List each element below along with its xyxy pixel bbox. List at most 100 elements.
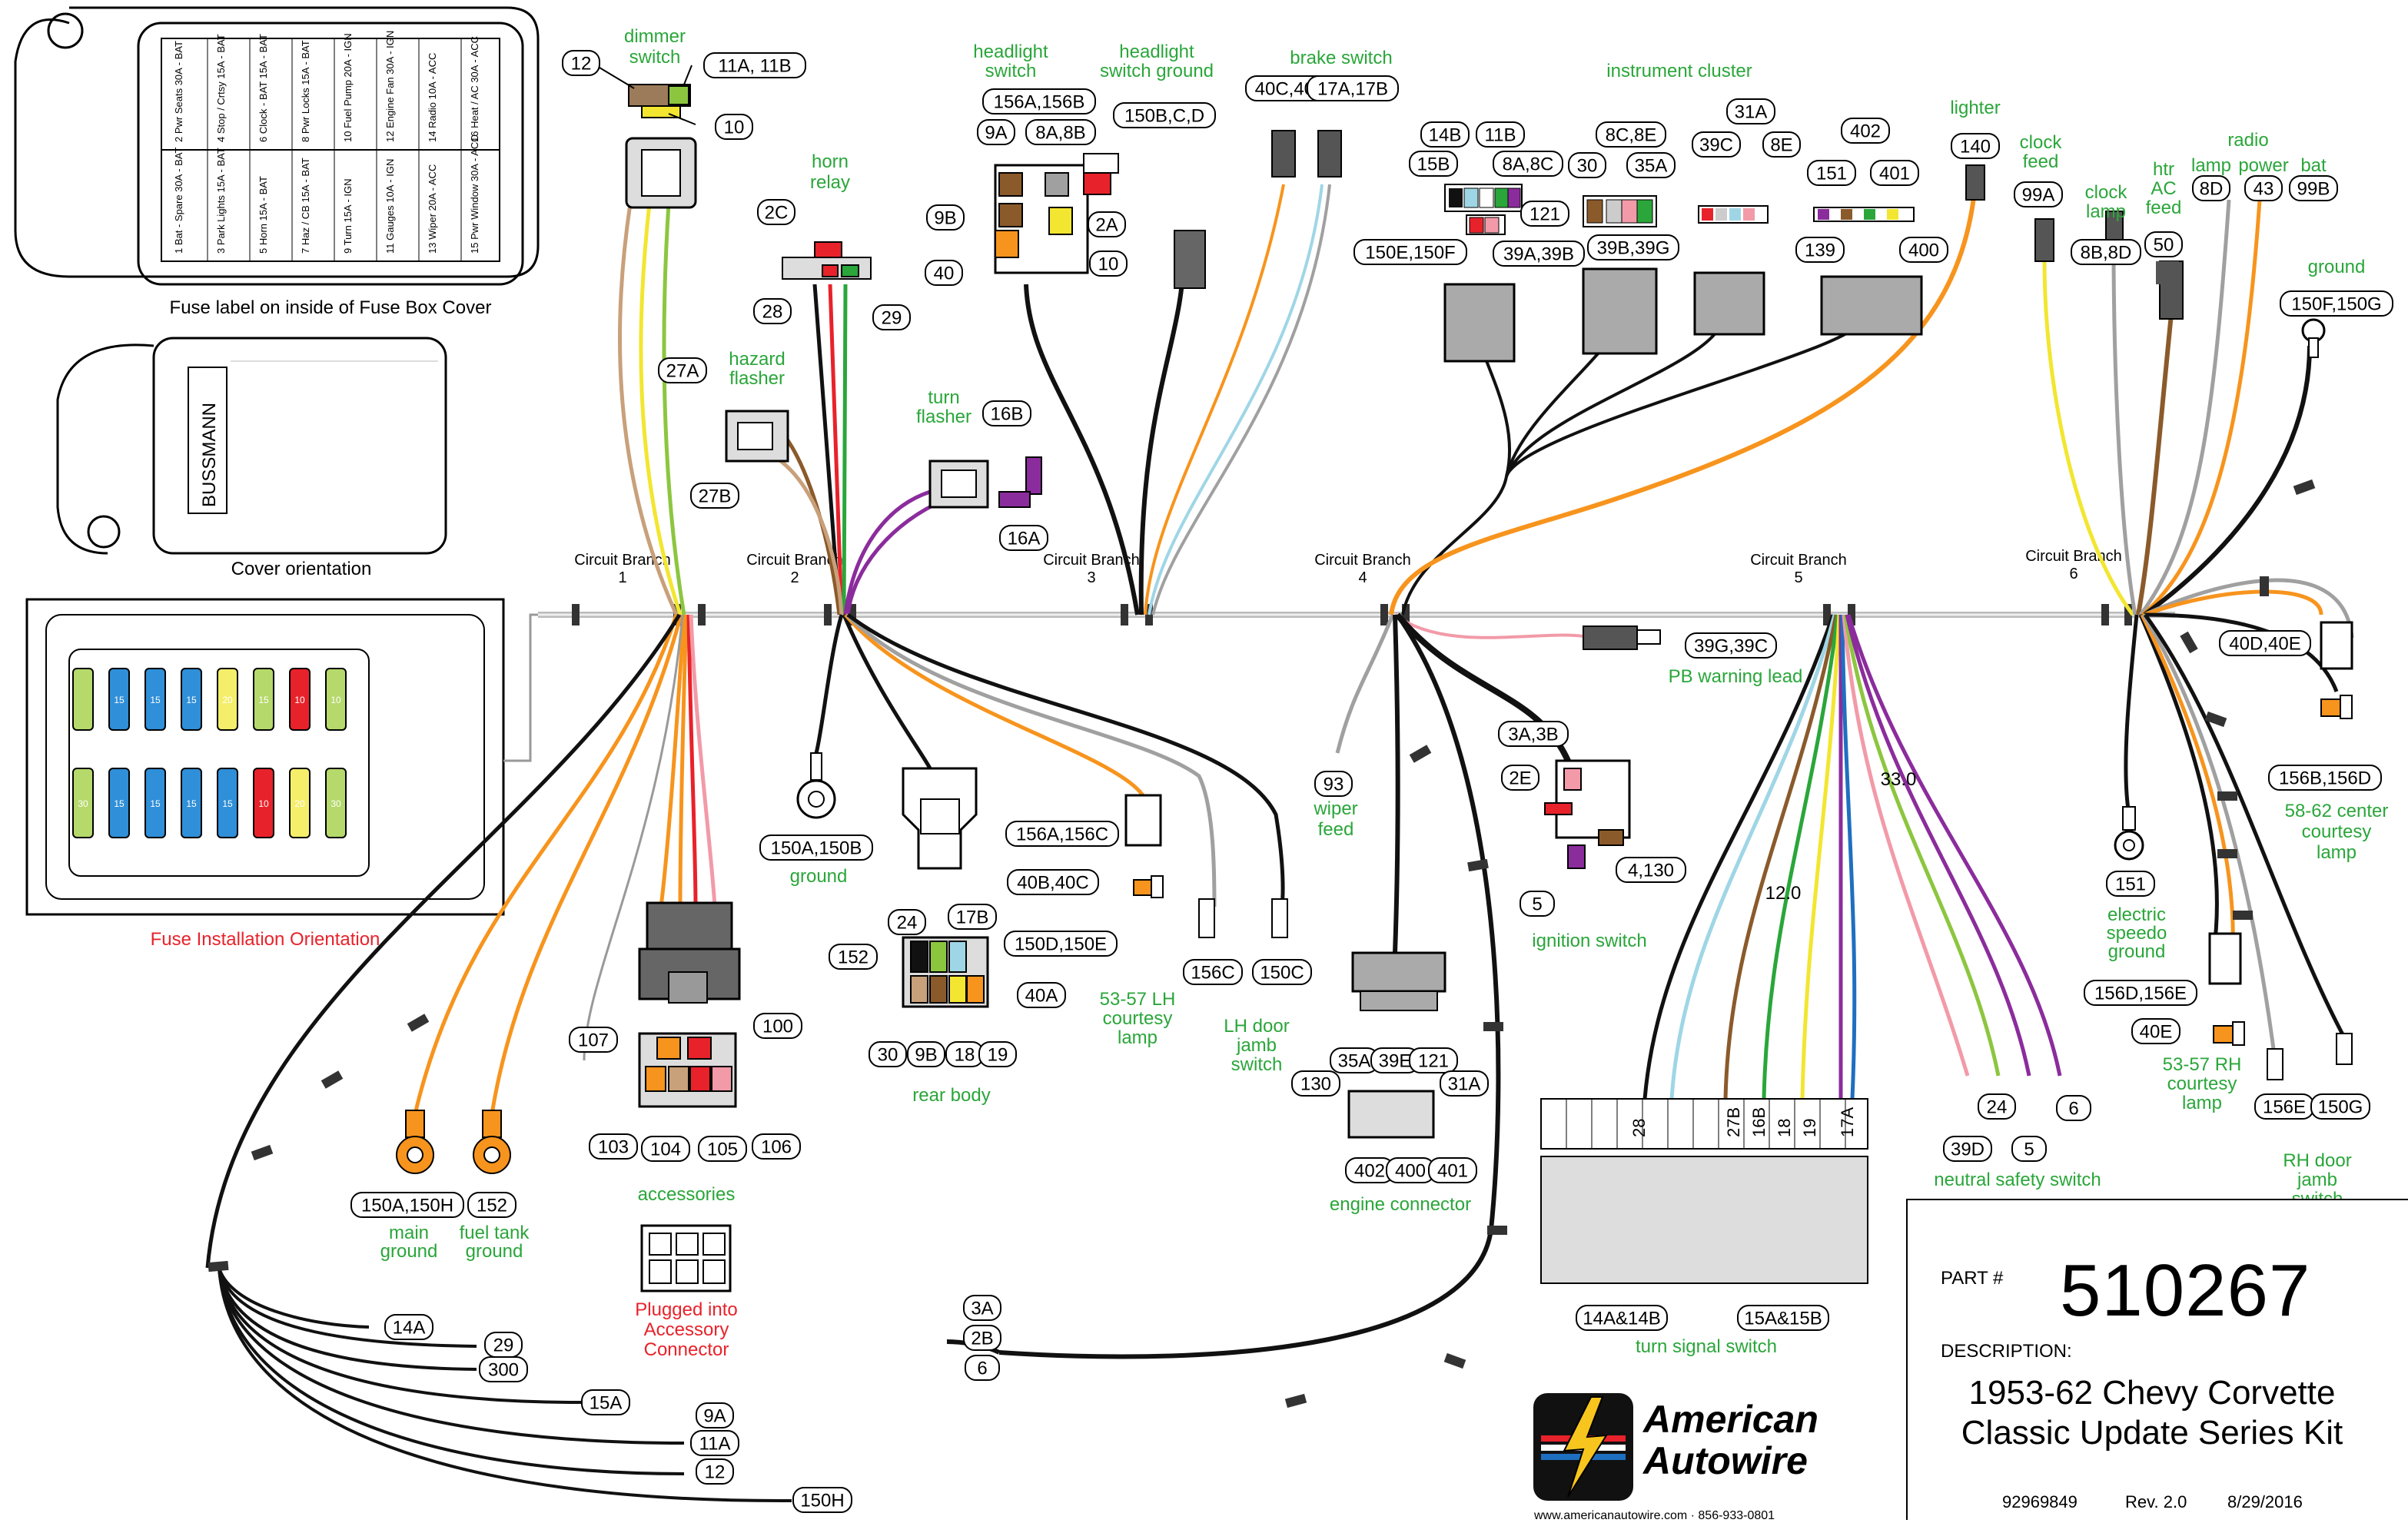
fuse-bottom-rating: 15 xyxy=(186,798,197,809)
label-speedo-2: speedo xyxy=(2107,923,2167,944)
fuse-label-slot: 16 Heat / AC 30A - ACC xyxy=(469,36,480,142)
wire-tag: 2E xyxy=(1501,765,1539,791)
wire-tag-text: 107 xyxy=(578,1030,609,1051)
cover-brand: BUSSMANN xyxy=(199,403,220,507)
wire-tag-text: 401 xyxy=(1437,1161,1468,1182)
wire-tag-text: 6 xyxy=(977,1359,987,1379)
branch-6-num: 6 xyxy=(2069,566,2078,582)
wire-tag: 107 xyxy=(569,1027,618,1053)
wire-tag-text: 103 xyxy=(598,1137,629,1158)
wire-tag: 27A xyxy=(658,357,707,383)
fuse-bottom-rating: 30 xyxy=(78,798,88,809)
label-plugged-3: Connector xyxy=(644,1339,729,1360)
wire-tag: 9B xyxy=(907,1041,945,1067)
turn-signal-pin: 16B xyxy=(1749,1107,1769,1137)
wire-tag-text: 8E xyxy=(1770,135,1792,156)
instrument-cluster-connectors xyxy=(1443,184,1923,363)
wire-tag: 43 xyxy=(2244,175,2283,201)
wire-tag: 152 xyxy=(467,1192,516,1218)
label-main-ground-1: main xyxy=(389,1223,429,1243)
fuse-label-slot: 8 Pwr Locks 15A - BAT xyxy=(300,40,311,142)
wire-tag-text: 150A,150B xyxy=(771,838,862,859)
fuse-bottom xyxy=(325,768,347,838)
branch-6-label: Circuit Branch xyxy=(2025,548,2122,565)
wire-tag: 24 xyxy=(1978,1093,2016,1120)
fuse-label-slot: 2 Pwr Seats 30A - BAT xyxy=(173,41,184,142)
wire-tag-text: 156B,156D xyxy=(2279,768,2371,789)
label-rh-courtesy-1: 53-57 RH xyxy=(2163,1054,2242,1075)
fuse-top xyxy=(217,668,238,731)
label-engine-connector: engine connector xyxy=(1330,1194,1471,1215)
component-labels: dimmer switch horn relay hazard flasher … xyxy=(380,26,2389,1360)
wire-tag: 39B,39G xyxy=(1587,234,1679,260)
wire-tag: 6 xyxy=(965,1355,1000,1381)
branch-6-clamps xyxy=(2180,479,2316,920)
wire-tag-text: 151 xyxy=(1816,164,1847,184)
wire-tag-text: 39G,39C xyxy=(1694,636,1768,657)
label-rh-door-1: RH door xyxy=(2283,1150,2351,1171)
circuit-branch-labels: Circuit Branch 1 Circuit Branch 2 Circui… xyxy=(574,548,2122,586)
label-htr-3: feed xyxy=(2146,197,2182,218)
label-htr-1: htr xyxy=(2153,159,2174,180)
wire-tag: 14A&14B xyxy=(1576,1305,1668,1331)
wire-tag: 400 xyxy=(1899,237,1948,263)
wire-tag: 300 xyxy=(479,1356,528,1382)
label-headlight-2: switch xyxy=(985,61,1037,81)
label-rear-body: rear body xyxy=(912,1085,990,1106)
wire-tag: 35A xyxy=(1626,152,1676,178)
label-lh-door-2: jamb xyxy=(1236,1035,1277,1056)
branch-2-num: 2 xyxy=(790,569,799,586)
wire-tag: 156D,156E xyxy=(2084,980,2197,1006)
label-hlground-2: switch ground xyxy=(1100,61,1214,81)
wire-tag-text: 150E,150F xyxy=(1365,243,1455,264)
fuse-bottom-rating: 30 xyxy=(330,798,341,809)
wire-tag: 156E xyxy=(2254,1093,2314,1120)
wire-tag-text: 9B xyxy=(934,208,956,229)
wire-tag-text: 156A,156C xyxy=(1016,825,1108,845)
wire-tag: 14A xyxy=(384,1314,433,1340)
wire-tag-text: 10 xyxy=(1098,254,1119,275)
wire-tag-text: 3A xyxy=(971,1299,993,1319)
wire-tag: 15B xyxy=(1409,151,1458,177)
wire-tag: 2B xyxy=(963,1325,1001,1351)
wire-tag-text: 24 xyxy=(1987,1097,2008,1118)
wire-tag-text: 24 xyxy=(897,913,918,934)
wire-tag-text: 3A,3B xyxy=(1508,725,1558,745)
fuse-label-slot: 4 Stop / Crtsy 15A - BAT xyxy=(215,34,227,142)
wire-tag: 150D,150E xyxy=(1004,931,1118,957)
wire-tag: 150G xyxy=(2310,1093,2370,1120)
wire-tag-text: 39C xyxy=(1699,135,1733,156)
branch-6-parts xyxy=(1965,164,2353,1080)
label-rh-door-2: jamb xyxy=(2297,1170,2337,1190)
wire-tag-text: 18 xyxy=(955,1045,975,1066)
wire-tag-text: 2A xyxy=(1095,215,1118,236)
pb-warning-connector xyxy=(1583,625,1661,650)
label-wiper-2: feed xyxy=(1318,819,1354,840)
label-hazard-2: flasher xyxy=(729,368,785,389)
wire-tag-text: 150D,150E xyxy=(1015,934,1107,955)
wire-tag: 10 xyxy=(1089,251,1128,277)
label-lh-courtesy-3: lamp xyxy=(1118,1027,1158,1048)
wire-tag-text: 12 xyxy=(705,1462,726,1483)
wire-tag: 150B,C,D xyxy=(1113,102,1216,128)
wire-tag-text: 8A,8C xyxy=(1503,154,1554,175)
wire-tag: 35A xyxy=(1330,1047,1379,1073)
label-headlight-1: headlight xyxy=(973,41,1048,62)
label-lh-courtesy-2: courtesy xyxy=(1103,1008,1173,1029)
fuse-top xyxy=(108,668,130,731)
wire-tag-text: 15A xyxy=(590,1393,623,1414)
branch-3-wires xyxy=(1024,184,1331,616)
label-hazard-1: hazard xyxy=(729,349,785,370)
wire-tag-text: 104 xyxy=(650,1140,681,1160)
wire-tag-text: 140 xyxy=(1960,137,1991,158)
wire-tag: 99A xyxy=(2014,181,2063,207)
fuse-label-slot: 13 Wiper 20A - ACC xyxy=(427,164,438,254)
wire-tag-text: 152 xyxy=(838,947,869,968)
wire-tag: 156B,156D xyxy=(2268,765,2382,791)
part-label: PART # xyxy=(1941,1268,2004,1289)
label-instrument-cluster: instrument cluster xyxy=(1606,61,1752,81)
wire-tag: 104 xyxy=(641,1136,690,1162)
wire-tag-text: 39A,39B xyxy=(1503,244,1574,265)
wire-tag-text: 401 xyxy=(1879,164,1910,184)
label-fuel-2: ground xyxy=(466,1241,523,1262)
